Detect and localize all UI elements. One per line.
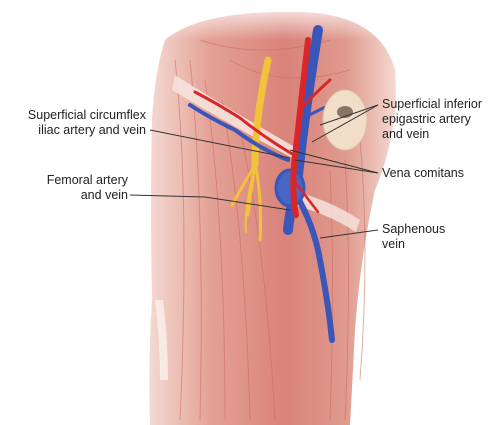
lymph-node [322,89,368,151]
label-superficial-circumflex: Superficial circumflex iliac artery and … [27,108,146,137]
arteries [193,37,332,218]
femoral-nerve [230,56,272,242]
fascia-band-lower [288,190,360,232]
knee-fascia [155,300,168,380]
label-superficial-inferior-epigastric: Superficial inferior epigastric artery a… [382,97,483,141]
label-femoral-artery-vein: Femoral artery and vein [46,173,128,202]
label-vena-comitans: Vena comitans [382,166,464,180]
top-fade [150,0,410,40]
leader-lines [129,104,379,239]
label-saphenous-vein: Saphenous vein [382,222,446,251]
thigh-silhouette [149,11,396,425]
veins [188,25,347,343]
